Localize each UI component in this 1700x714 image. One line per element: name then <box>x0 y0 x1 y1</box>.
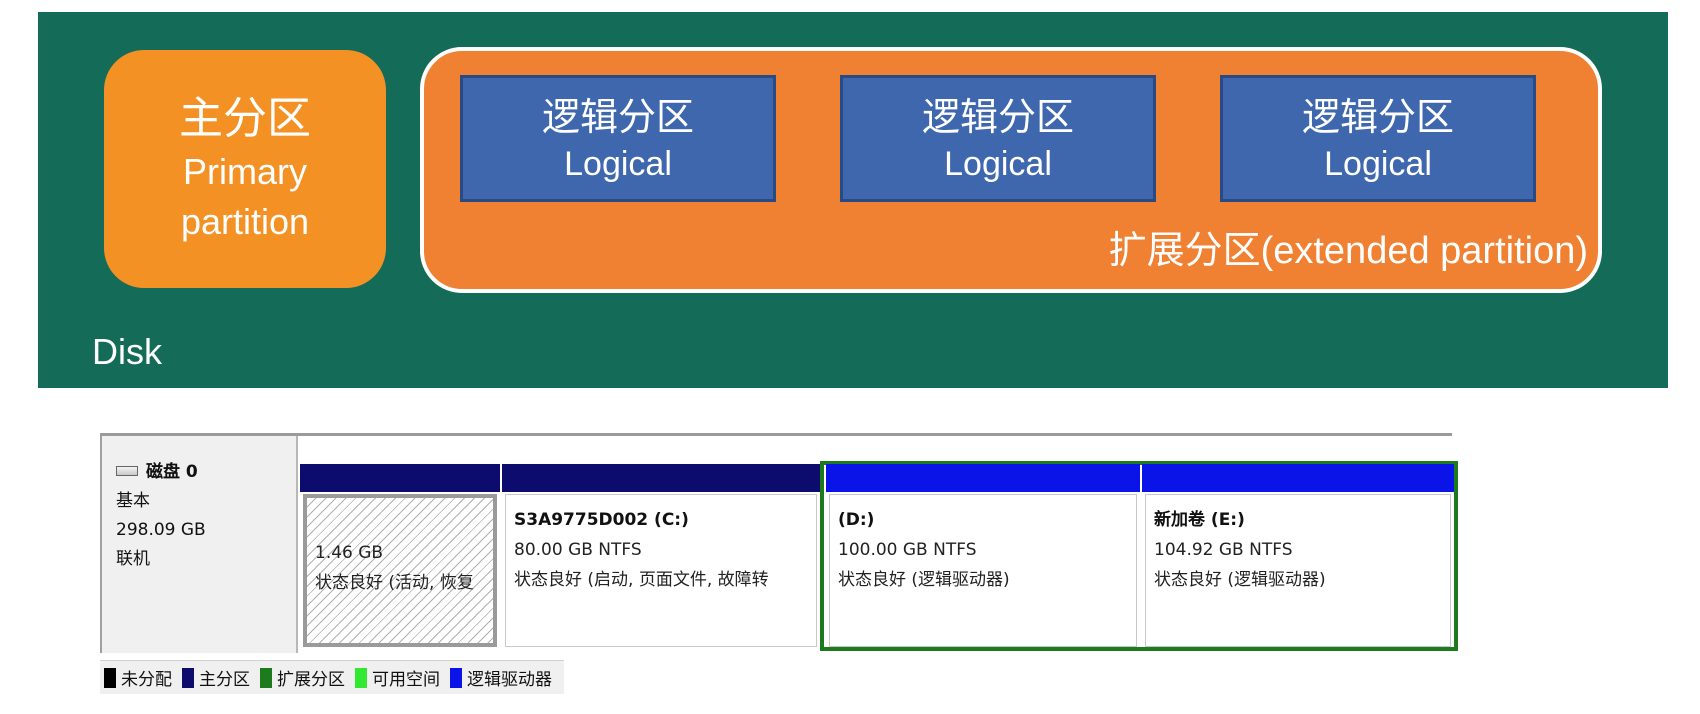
partition-status: 状态良好 (启动, 页面文件, 故障转 <box>514 570 769 590</box>
partition-name: 新加卷 (E:) <box>1154 510 1245 530</box>
legend-swatch <box>182 667 194 688</box>
disk-size: 298.09 GB <box>116 520 206 540</box>
partition-c[interactable]: S3A9775D002 (C:) 80.00 GB NTFS 状态良好 (启动,… <box>502 464 820 650</box>
disk-info[interactable]: 磁盘 0 基本 298.09 GB 联机 <box>102 436 298 653</box>
partition-legend: 未分配 主分区 扩展分区 可用空间 逻辑驱动器 <box>100 660 564 694</box>
extended-partition-box: 逻辑分区 Logical 逻辑分区 Logical 逻辑分区 Logical 扩… <box>420 47 1602 293</box>
logical-partition-cn-label: 逻辑分区 <box>1301 94 1454 139</box>
logical-partition-box: 逻辑分区 Logical <box>460 75 776 202</box>
extended-partition-label: 扩展分区(extended partition) <box>1108 230 1588 272</box>
partition-strip: 1.46 GB 状态良好 (活动, 恢复 S3A9775D002 (C:) 80… <box>300 461 1458 654</box>
disk-type: 基本 <box>116 491 150 511</box>
legend-swatch <box>355 667 367 688</box>
primary-partition-cn-label: 主分区 <box>179 93 311 144</box>
partition-status: 状态良好 (逻辑驱动器) <box>838 570 1010 590</box>
logical-partition-en-label: Logical <box>564 144 672 183</box>
logical-partition-cn-label: 逻辑分区 <box>541 94 694 139</box>
partition-status: 状态良好 (活动, 恢复 <box>315 573 474 593</box>
partition-status: 状态良好 (逻辑驱动器) <box>1154 570 1326 590</box>
primary-partition-en-label-1: Primary <box>183 151 307 192</box>
legend-label: 主分区 <box>199 670 250 690</box>
partition-name: S3A9775D002 (C:) <box>514 510 689 530</box>
legend-item-logical-drive: 逻辑驱动器 <box>450 665 552 690</box>
disk-status: 联机 <box>116 549 150 569</box>
legend-swatch <box>260 667 272 688</box>
legend-swatch <box>104 667 116 688</box>
legend-label: 可用空间 <box>372 670 440 690</box>
disk-label: Disk <box>92 331 162 372</box>
legend-label: 扩展分区 <box>277 670 345 690</box>
disk-management-panel: 磁盘 0 基本 298.09 GB 联机 1.46 GB 状态良好 (活动, 恢… <box>100 433 1458 654</box>
logical-partition-box: 逻辑分区 Logical <box>840 75 1156 202</box>
partition-size: 80.00 GB NTFS <box>514 540 642 560</box>
partition-size: 1.46 GB <box>315 543 384 563</box>
partition-e[interactable]: 新加卷 (E:) 104.92 GB NTFS 状态良好 (逻辑驱动器) <box>1142 464 1454 650</box>
partition-size: 104.92 GB NTFS <box>1154 540 1293 560</box>
partition-type-bar <box>826 464 1140 492</box>
logical-partition-en-label: Logical <box>1324 144 1432 183</box>
partition-name: (D:) <box>838 510 875 530</box>
legend-swatch <box>450 667 462 688</box>
disk-name: 磁盘 0 <box>146 462 198 482</box>
disk-icon <box>116 465 138 476</box>
disk-diagram: 主分区 Primary partition 逻辑分区 Logical 逻辑分区 … <box>38 12 1668 388</box>
legend-item-extended: 扩展分区 <box>260 665 345 690</box>
legend-label: 未分配 <box>121 670 172 690</box>
logical-partition-box: 逻辑分区 Logical <box>1220 75 1536 202</box>
primary-partition-box: 主分区 Primary partition <box>104 50 386 288</box>
legend-item-primary: 主分区 <box>182 665 250 690</box>
legend-item-unallocated: 未分配 <box>104 665 172 690</box>
partition-type-bar <box>1142 464 1454 492</box>
legend-item-free-space: 可用空间 <box>355 665 440 690</box>
partition-size: 100.00 GB NTFS <box>838 540 977 560</box>
partition-type-bar <box>300 464 500 492</box>
partition-d[interactable]: (D:) 100.00 GB NTFS 状态良好 (逻辑驱动器) <box>826 464 1140 650</box>
legend-label: 逻辑驱动器 <box>467 670 552 690</box>
primary-partition-en-label-2: partition <box>180 201 310 242</box>
logical-partition-cn-label: 逻辑分区 <box>921 94 1074 139</box>
partition-recovery[interactable]: 1.46 GB 状态良好 (活动, 恢复 <box>300 464 500 650</box>
partition-name <box>315 508 485 538</box>
logical-partition-en-label: Logical <box>944 144 1052 183</box>
partition-type-bar <box>502 464 820 492</box>
